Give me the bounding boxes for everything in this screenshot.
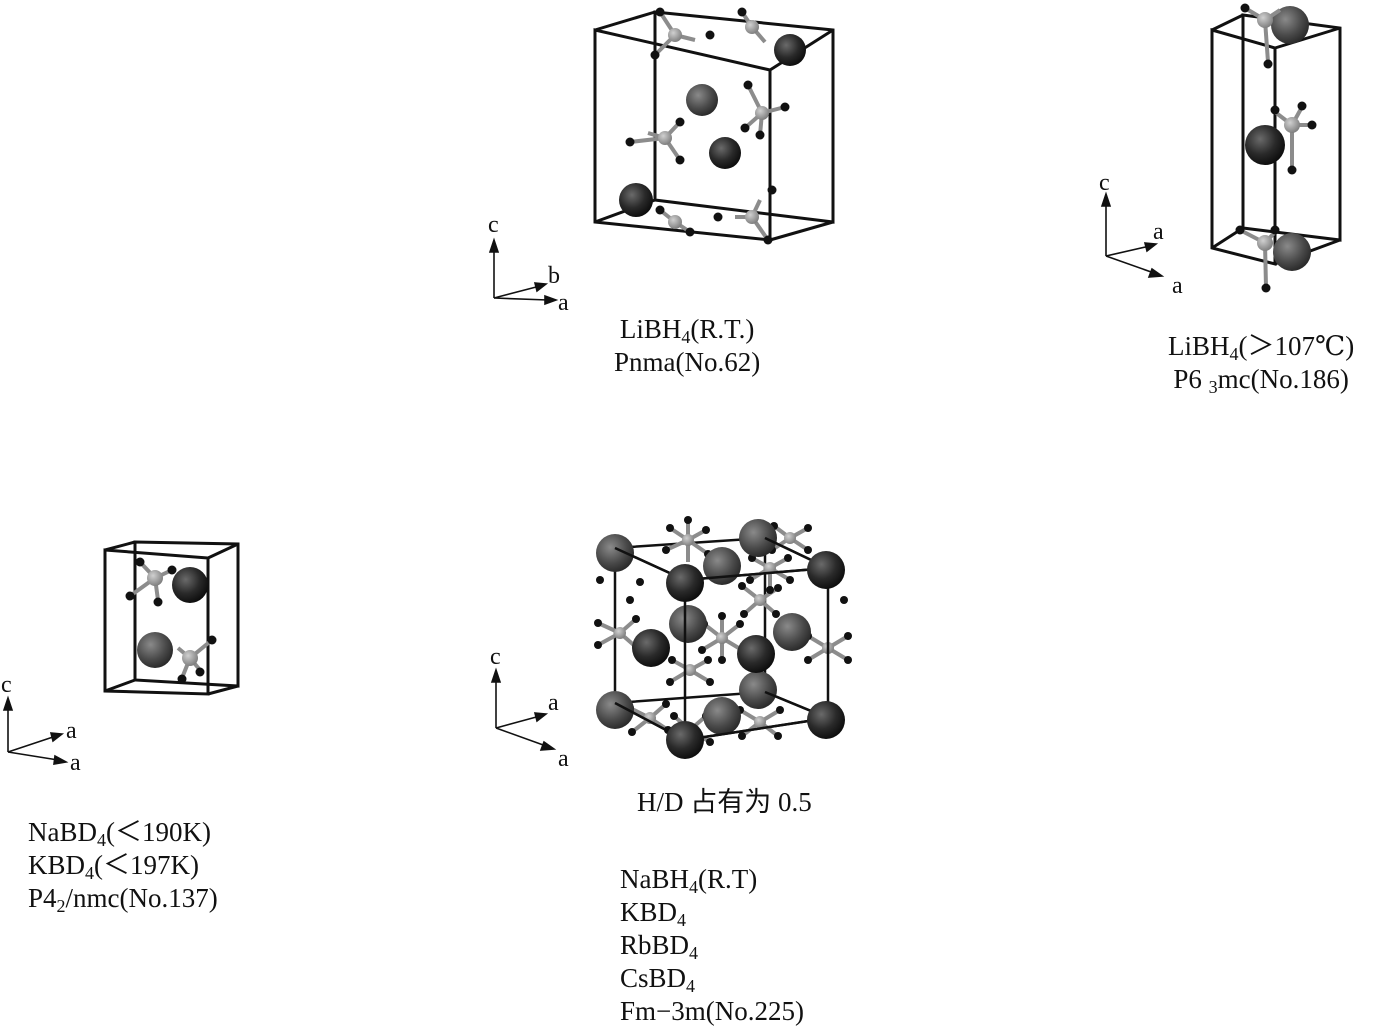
axis-label-a: a: [70, 750, 81, 776]
caption-nabh4-rt: NaBH4(R.T) KBD4 RbBD4 CsBD4 Fm−3m(No.225…: [620, 863, 804, 1028]
caption-line: CsBD4: [620, 963, 696, 996]
caption-line: Pnma(No.62): [614, 347, 761, 377]
axis-triad-nabd4-lt: c a a: [1, 672, 81, 776]
occupancy-note: H/D 占有为 0.5: [637, 787, 812, 817]
axis-label-c: c: [488, 212, 499, 238]
axis-triad-libh4-ht: c a a: [1099, 170, 1183, 299]
caption-line: NaBH4(R.T): [620, 864, 758, 897]
caption-line: KBD4(＜197K): [28, 850, 199, 883]
caption-line: Fm−3m(No.225): [620, 996, 804, 1026]
caption-line: P6 3mc(No.186): [1173, 364, 1349, 397]
axis-label-b: b: [548, 263, 560, 289]
structure-nabh4-rt: c a a H/D 占有为 0.5 NaBH4(R.T) KBD4 RbBD4 …: [480, 515, 900, 1029]
caption-nabd4-lt: NaBD4(＜190K) KBD4(＜197K) P42/nmc(No.137): [28, 816, 218, 915]
caption-line: LiBH4(＞107℃): [1168, 331, 1355, 364]
axis-label-c: c: [1099, 170, 1110, 196]
axis-triad-nabh4-rt: c a a: [490, 644, 569, 772]
axis-label-a: a: [66, 718, 77, 744]
structure-libh4-ht: c a a LiBH4(＞107℃) P6 3mc(No.186): [1090, 0, 1390, 400]
axis-label-c: c: [1, 672, 12, 698]
caption-line: NaBD4(＜190K): [28, 817, 211, 850]
axis-label-a: a: [548, 690, 559, 716]
axis-label-a: a: [1172, 273, 1183, 299]
axis-label-a: a: [1153, 219, 1164, 245]
axis-label-a: a: [558, 290, 569, 316]
axis-label-c: c: [490, 644, 501, 670]
caption-line: KBD4: [620, 897, 687, 930]
axis-triad-libh4-rt: c b a: [488, 212, 569, 316]
caption-line: RbBD4: [620, 930, 699, 963]
unit-cell-libh4-ht: [1210, 3, 1342, 293]
caption-libh4-ht: LiBH4(＞107℃) P6 3mc(No.186): [1168, 330, 1354, 396]
structure-nabd4-lt: c a a NaBD4(＜190K) KBD4(＜197K) P42/nmc(N…: [0, 530, 300, 920]
caption-line: LiBH4(R.T.): [619, 314, 755, 347]
structure-libh4-rt: c b a LiBH4(R.T.) Pnma(No.62): [480, 0, 860, 380]
axis-label-a: a: [558, 746, 569, 772]
unit-cell-nabd4-lt: [103, 540, 240, 696]
unit-cell-nabh4-rt: [594, 516, 852, 759]
unit-cell-libh4-rt: [593, 7, 835, 245]
caption-line: P42/nmc(No.137): [28, 883, 218, 916]
caption-libh4-rt: LiBH4(R.T.) Pnma(No.62): [614, 313, 760, 379]
